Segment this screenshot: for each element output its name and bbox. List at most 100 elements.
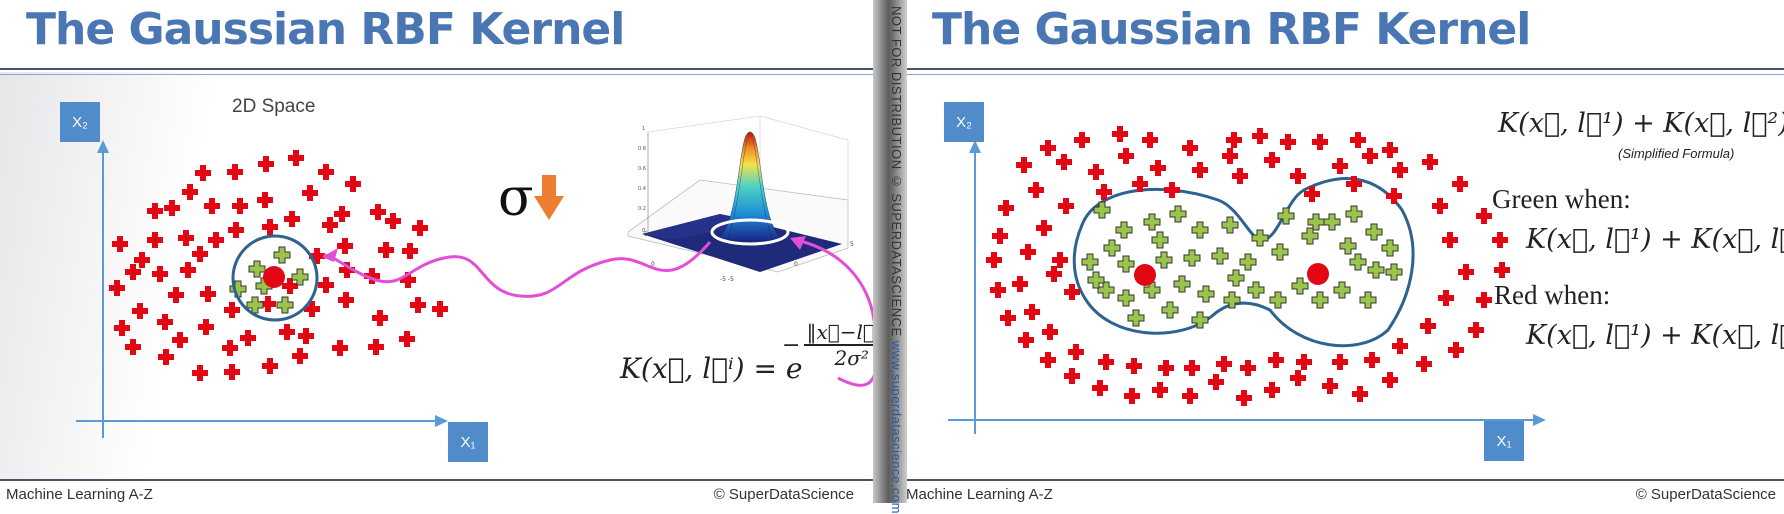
red-plus-marker — [1074, 132, 1090, 148]
red-plus-marker — [227, 164, 243, 180]
green-plus-marker — [1227, 269, 1245, 287]
red-plus-marker — [1118, 148, 1134, 164]
green-plus-marker — [1117, 255, 1135, 273]
green-plus-marker — [1247, 281, 1265, 299]
red-plus-marker — [1442, 232, 1458, 248]
red-plus-marker — [257, 192, 273, 208]
green-plus-marker — [1097, 281, 1115, 299]
green-plus-marker — [291, 268, 309, 286]
landmark-2-dot — [1307, 263, 1329, 285]
left-slide: The Gaussian RBF Kernel 2D Space 1 0.8 0… — [0, 0, 880, 503]
red-plus-marker — [198, 319, 214, 335]
red-plus-marker — [412, 220, 428, 236]
green-plus-marker — [248, 260, 266, 278]
footer-divider — [900, 479, 1784, 481]
red-plus-marker — [1088, 164, 1104, 180]
green-plus-marker — [1359, 291, 1377, 309]
red-plus-marker — [1184, 360, 1200, 376]
red-plus-marker — [282, 278, 298, 294]
green-plus-marker — [1151, 231, 1169, 249]
x-axis-arrowhead — [1533, 414, 1546, 426]
footer-divider — [0, 479, 880, 481]
red-plus-marker — [1362, 148, 1378, 164]
background-sheen — [0, 72, 240, 479]
red-plus-marker — [1432, 198, 1448, 214]
sum-formula: K(x⃗, l⃗¹) + K(x⃗, l⃗²) — [1498, 108, 1784, 139]
axis-label-x2: X₂ — [60, 102, 100, 142]
red-plus-marker — [1182, 140, 1198, 156]
green-condition-formula: K(x⃗, l⃗¹) + K(x⃗, l⃗²) > — [1526, 224, 1784, 255]
red-plus-marker — [1012, 276, 1028, 292]
magenta-arrowhead — [322, 248, 338, 262]
red-plus-marker — [168, 287, 184, 303]
red-plus-marker — [1150, 160, 1166, 176]
red-plus-marker — [385, 213, 401, 229]
red-plus-marker — [1098, 354, 1114, 370]
red-plus-marker — [1064, 284, 1080, 300]
green-plus-marker — [1339, 237, 1357, 255]
red-plus-marker — [112, 236, 128, 252]
axis-label-x2: X₂ — [944, 102, 984, 142]
red-plus-marker — [338, 292, 354, 308]
red-plus-marker — [195, 165, 211, 181]
svg-text:5: 5 — [644, 231, 648, 238]
right-scatter-plot — [948, 126, 1546, 434]
svg-text:0: 0 — [651, 261, 655, 268]
red-plus-marker — [1042, 324, 1058, 340]
red-plus-marker — [986, 252, 1002, 268]
green-when-label: Green when: — [1492, 184, 1631, 214]
red-plus-marker — [180, 262, 196, 278]
red-plus-marker — [998, 200, 1014, 216]
red-condition-formula: K(x⃗, l⃗¹) + K(x⃗, l⃗²) = — [1526, 320, 1784, 351]
red-plus-marker — [1422, 154, 1438, 170]
green-plus-marker — [229, 280, 247, 298]
watermark-url: www.superdatascience.com — [889, 340, 904, 514]
watermark: NOT FOR DISTRIBUTION © SUPERDATASCIENCE … — [889, 6, 904, 514]
red-plus-marker — [1304, 186, 1320, 202]
landmark-1-dot — [1134, 264, 1156, 286]
red-plus-marker — [224, 364, 240, 380]
red-plus-marker — [372, 310, 388, 326]
footer-copyright: © SuperDataScience — [713, 486, 854, 503]
red-plus-marker — [172, 332, 188, 348]
landmark-dot — [263, 266, 285, 288]
red-plus-marker — [1132, 176, 1148, 192]
green-plus-marker — [1345, 205, 1363, 223]
red-plus-marker — [1158, 360, 1174, 376]
svg-text:0.6: 0.6 — [638, 166, 646, 172]
red-plus-marker — [309, 248, 325, 264]
green-plus-marker — [1143, 213, 1161, 231]
red-plus-marker — [1142, 132, 1158, 148]
red-plus-marker — [378, 242, 394, 258]
red-plus-marker — [318, 164, 334, 180]
red-plus-marker — [1124, 388, 1140, 404]
red-plus-marker — [1040, 352, 1056, 368]
red-plus-marker — [182, 184, 198, 200]
green-plus-marker — [1127, 309, 1145, 327]
red-plus-marker — [1312, 134, 1328, 150]
red-plus-marker — [339, 262, 355, 278]
red-plus-marker — [192, 365, 208, 381]
red-plus-marker — [147, 232, 163, 248]
red-plus-marker — [1000, 310, 1016, 326]
red-plus-marker — [1092, 380, 1108, 396]
left-scatter-plot: 1 0.8 0.6 0.4 0.2 0 0 — [76, 115, 879, 438]
right-slide: The Gaussian RBF Kernel X₂ X₁ K(x⃗, l⃗¹)… — [900, 0, 1784, 503]
green-plus-marker — [1183, 249, 1201, 267]
red-plus-marker — [1240, 360, 1256, 376]
footer-course-name: Machine Learning A-Z — [6, 486, 153, 503]
red-plus-marker — [1458, 264, 1474, 280]
red-plus-marker — [1346, 176, 1362, 192]
red-plus-marker — [284, 211, 300, 227]
red-plus-marker — [337, 238, 353, 254]
red-plus-marker — [1112, 126, 1128, 142]
red-plus-marker — [1024, 304, 1040, 320]
slide-title: The Gaussian RBF Kernel — [26, 4, 625, 55]
red-plus-marker — [258, 156, 274, 172]
red-plus-marker — [322, 217, 338, 233]
green-plus-marker — [1291, 277, 1309, 295]
similarity-boundary — [231, 234, 319, 322]
green-plus-marker — [1191, 311, 1209, 329]
red-plus-marker — [1290, 168, 1306, 184]
title-divider — [900, 68, 1784, 75]
